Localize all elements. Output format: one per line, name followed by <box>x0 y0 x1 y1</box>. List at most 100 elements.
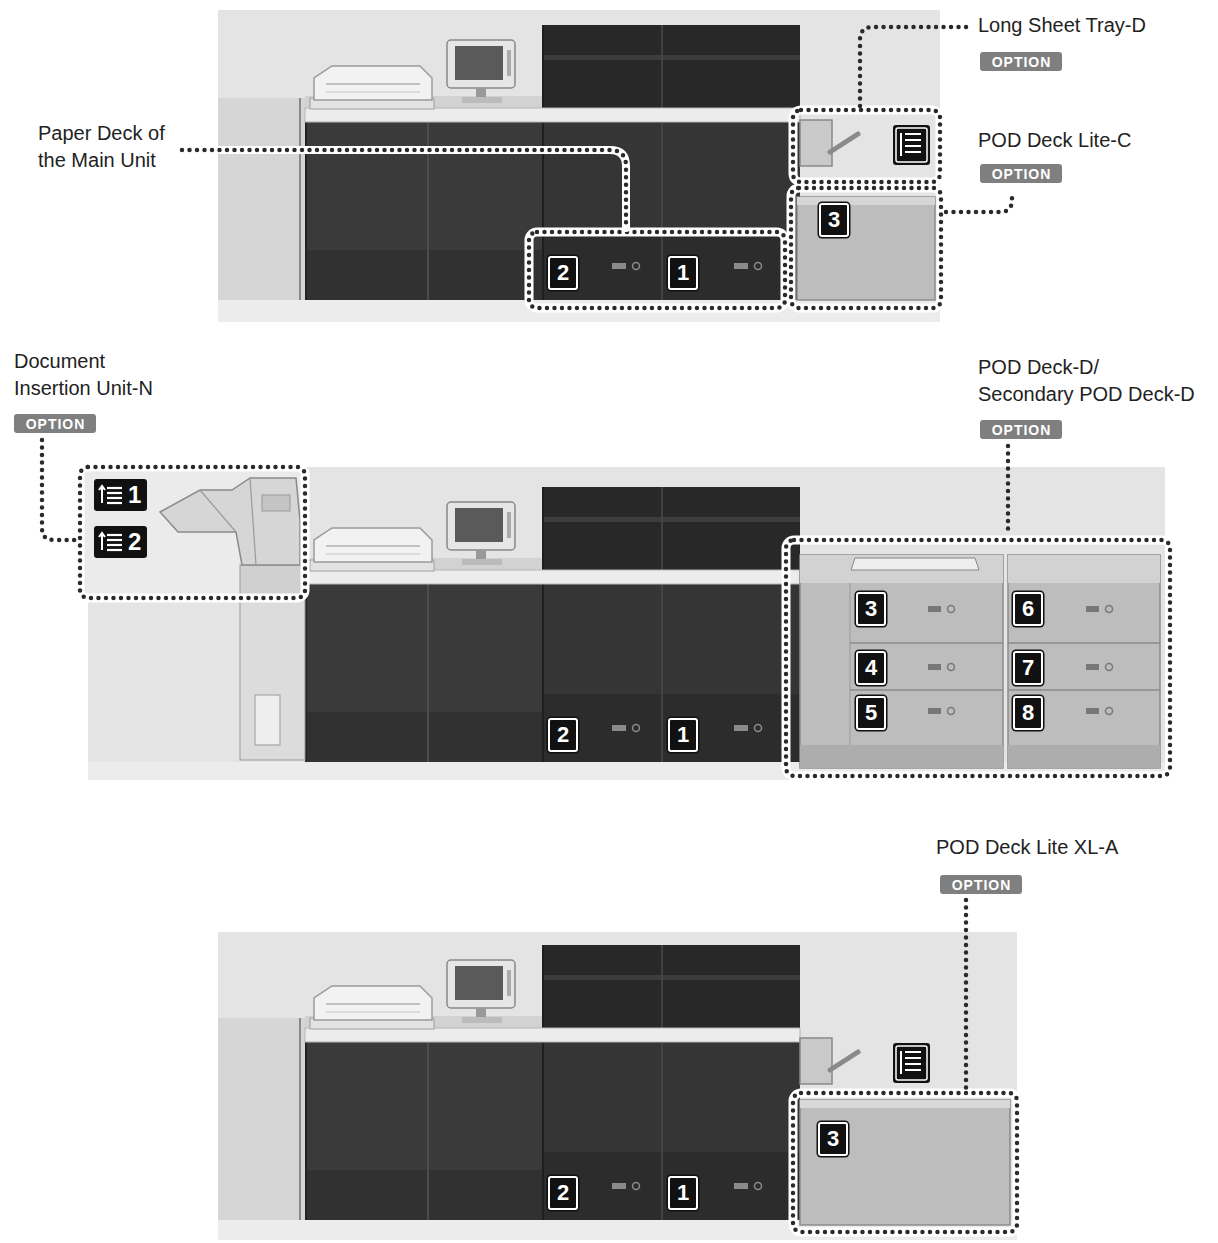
panel-background <box>88 467 1165 780</box>
callout-number: 2 <box>548 256 578 290</box>
document-insertion-unit <box>240 565 305 598</box>
secondary-pod-deck-d <box>1106 606 1113 613</box>
secondary-pod-deck-d <box>1008 555 1160 583</box>
leader-line <box>42 27 1012 1089</box>
document-insertion-unit <box>250 478 256 565</box>
panel-background <box>218 10 940 322</box>
tray-icon <box>98 483 124 507</box>
badge-text: OPTION <box>26 416 86 432</box>
badge-text: 5 <box>865 700 877 726</box>
printer-main-unit <box>305 945 800 1220</box>
pod-deck-d <box>800 745 1003 768</box>
badge-text: 8 <box>1022 700 1034 726</box>
secondary-pod-deck-d <box>1008 555 1160 768</box>
tray-icon-line <box>107 549 122 551</box>
tray-icon <box>98 530 124 554</box>
callout-number: 3 <box>819 203 849 237</box>
pod-deck-lite-xl-a <box>800 1100 1010 1225</box>
secondary-pod-deck-d <box>1106 664 1113 671</box>
panel-background <box>299 1018 301 1220</box>
pod-deck-d <box>948 708 955 715</box>
callout-number: 1 <box>668 1176 698 1210</box>
dotted-region <box>793 110 940 182</box>
badge-text: 4 <box>865 655 877 681</box>
long-sheet-tray <box>800 1038 930 1084</box>
dotted-region <box>786 540 1170 776</box>
secondary-pod-deck-d <box>1008 745 1160 768</box>
pod-deck-d <box>928 664 941 670</box>
tray-icon-arrow <box>99 486 105 503</box>
secondary-pod-deck-d <box>1086 708 1099 714</box>
tray-callout-number: 2 <box>94 526 147 558</box>
callout-number: 2 <box>548 718 578 752</box>
option-badge: OPTION <box>980 420 1062 439</box>
pod-deck-lite-c <box>797 197 935 300</box>
secondary-pod-deck-d <box>1008 642 1160 644</box>
panel-background <box>88 467 1165 780</box>
document-insertion-unit <box>200 490 236 532</box>
pod-deck-d <box>800 555 1003 768</box>
pod-deck-d <box>851 558 979 570</box>
badge-text: 2 <box>557 722 569 748</box>
pod-deck-d <box>850 689 1003 691</box>
secondary-pod-deck-d <box>1008 689 1160 691</box>
dotted-region <box>80 467 305 598</box>
pod-deck-d <box>948 664 955 671</box>
callout-number: 6 <box>1013 592 1043 626</box>
tray-icon-line <box>107 497 122 499</box>
badge-text: OPTION <box>992 166 1052 182</box>
part-name: Long Sheet Tray-D <box>978 12 1146 39</box>
pod-deck-d <box>948 606 955 613</box>
badge-text: 1 <box>128 481 141 509</box>
panel-background <box>218 1018 305 1220</box>
printer-main-unit <box>305 487 800 762</box>
option-badge: OPTION <box>14 414 96 433</box>
secondary-pod-deck-d <box>1106 708 1113 715</box>
part-name: Document Insertion Unit-N <box>14 348 155 402</box>
option-badge: OPTION <box>940 875 1022 894</box>
callout-number: 2 <box>548 1176 578 1210</box>
tray-icon-line <box>107 502 122 504</box>
document-insertion-unit <box>240 598 305 760</box>
tray-icon-arrow <box>99 533 105 550</box>
dotted-region <box>80 110 1170 1232</box>
secondary-pod-deck-d <box>1008 555 1160 768</box>
badge-text: 1 <box>677 1180 689 1206</box>
tray-icon-line <box>107 534 122 536</box>
callout-number: 8 <box>1013 696 1043 730</box>
leader-line <box>946 192 1012 212</box>
badge-text: 2 <box>557 260 569 286</box>
document-insertion-unit <box>160 478 300 565</box>
badge-text: 1 <box>677 722 689 748</box>
badge-text: 2 <box>557 1180 569 1206</box>
dotted-region <box>793 1093 1017 1232</box>
dotted-region <box>791 188 941 308</box>
part-name: POD Deck Lite-C <box>978 127 1131 154</box>
badge-text: 3 <box>865 596 877 622</box>
badge-text: 3 <box>827 1126 839 1152</box>
panel-background <box>218 932 1017 1240</box>
leader-line <box>860 27 970 106</box>
option-badge: OPTION <box>980 164 1062 183</box>
callout-number: 4 <box>856 651 886 685</box>
tray-callout-number: 1 <box>94 479 147 511</box>
dotted-region <box>529 232 785 308</box>
badge-text: OPTION <box>992 422 1052 438</box>
part-name: Paper Deck of the Main Unit <box>38 120 167 174</box>
tray-icon-line <box>107 487 122 489</box>
callout-number: 3 <box>818 1122 848 1156</box>
badge-text: 6 <box>1022 596 1034 622</box>
callout-number: 5 <box>856 696 886 730</box>
tray-icon-line <box>107 544 122 546</box>
leader-line <box>182 150 626 228</box>
panel-background <box>299 98 301 300</box>
badge-text: 1 <box>677 260 689 286</box>
leader-line <box>182 150 626 228</box>
badge-text: OPTION <box>952 877 1012 893</box>
badge-text: 7 <box>1022 655 1034 681</box>
long-sheet-tray <box>800 120 930 166</box>
dotted-region <box>80 110 1170 1232</box>
panel-background <box>218 98 305 300</box>
